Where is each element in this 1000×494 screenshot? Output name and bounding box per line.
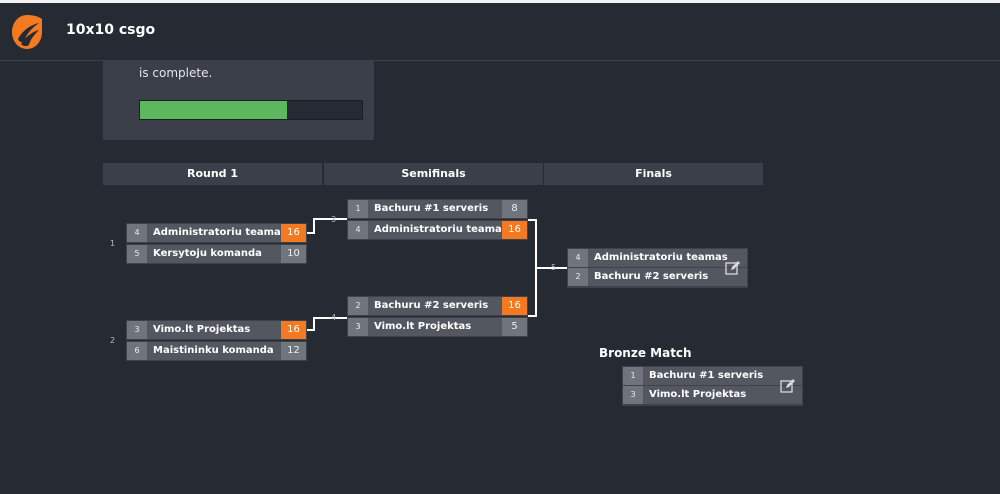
page-title: 10x10 csgo (66, 22, 156, 38)
match-final[interactable]: 4 Administratoriu teamas 2 Bachuru #2 se… (567, 248, 748, 288)
team-name: Bachuru #1 serveris (374, 203, 489, 214)
team-name: Administratoriu teamas (594, 252, 728, 263)
team-name: Administratoriu teamas (374, 224, 508, 235)
progress-bar (139, 100, 363, 120)
team-row[interactable]: 2 Bachuru #2 serveris (568, 268, 747, 287)
seed: 3 (127, 321, 147, 339)
seed: 6 (127, 342, 147, 360)
bracket-connector (537, 267, 567, 269)
score: 5 (502, 318, 527, 336)
team-row[interactable]: 3 Vimo.lt Projektas 16 (126, 320, 307, 340)
bronze-match-title: Bronze Match (599, 346, 692, 360)
match-r1-2[interactable]: 3 Vimo.lt Projektas 16 6 Maistininku kom… (126, 320, 307, 362)
seed: 1 (348, 200, 368, 218)
team-name: Bachuru #2 serveris (374, 300, 489, 311)
team-row[interactable]: 6 Maistininku komanda 12 (126, 341, 307, 361)
team-name: Vimo.lt Projektas (649, 389, 747, 400)
team-name: Bachuru #2 serveris (594, 271, 709, 282)
match-number: 4 (331, 313, 337, 322)
bracket-connector (313, 218, 315, 232)
match-number: 3 (331, 215, 337, 224)
seed: 3 (348, 318, 368, 336)
logo-icon[interactable] (10, 13, 44, 51)
seed: 1 (623, 367, 643, 385)
team-name: Bachuru #1 serveris (649, 370, 764, 381)
round-header-finals: Finals (544, 163, 763, 185)
seed: 5 (127, 245, 147, 263)
round-header-semifinals: Semifinals (324, 163, 543, 185)
team-row[interactable]: 4 Administratoriu teamas 16 (126, 223, 307, 243)
bracket-connector (313, 317, 315, 329)
bracket-connector (313, 317, 347, 319)
match-r1-1[interactable]: 4 Administratoriu teamas 16 5 Kersytoju … (126, 223, 307, 265)
seed: 4 (348, 221, 368, 239)
bracket-connector (307, 329, 315, 331)
score: 16 (502, 221, 527, 239)
progress-fill (140, 101, 287, 119)
match-number: 1 (110, 239, 116, 248)
top-border (0, 0, 1000, 3)
score: 8 (502, 200, 527, 218)
round-header-round1: Round 1 (103, 163, 322, 185)
team-name: Vimo.lt Projektas (153, 324, 251, 335)
team-row[interactable]: 1 Bachuru #1 serveris 8 (347, 199, 528, 219)
team-name: Administratoriu teamas (153, 227, 287, 238)
match-number: 2 (110, 336, 116, 345)
score: 10 (281, 245, 306, 263)
match-sf-1[interactable]: 1 Bachuru #1 serveris 8 4 Administratori… (347, 199, 528, 241)
app-header: 10x10 csgo (0, 3, 1000, 61)
edit-icon[interactable] (725, 260, 741, 276)
team-row[interactable]: 2 Bachuru #2 serveris 16 (347, 296, 528, 316)
score: 16 (502, 297, 527, 315)
seed: 2 (348, 297, 368, 315)
team-name: Vimo.lt Projektas (374, 321, 472, 332)
score: 12 (281, 342, 306, 360)
score: 16 (281, 224, 306, 242)
bracket-connector (307, 232, 315, 234)
bracket-connector (313, 218, 347, 220)
team-row[interactable]: 1 Bachuru #1 serveris (623, 367, 802, 386)
team-row[interactable]: 3 Vimo.lt Projektas (623, 386, 802, 405)
team-row[interactable]: 3 Vimo.lt Projektas 5 (347, 317, 528, 337)
seed: 3 (623, 386, 643, 404)
edit-icon[interactable] (780, 378, 796, 394)
match-bronze[interactable]: 1 Bachuru #1 serveris 3 Vimo.lt Projekta… (622, 366, 803, 406)
match-number: 5 (551, 263, 557, 272)
team-row[interactable]: 4 Administratoriu teamas 16 (347, 220, 528, 240)
team-name: Maistininku komanda (153, 345, 274, 356)
match-sf-2[interactable]: 2 Bachuru #2 serveris 16 3 Vimo.lt Proje… (347, 296, 528, 338)
team-row[interactable]: 5 Kersytoju komanda 10 (126, 244, 307, 264)
seed: 4 (568, 249, 588, 267)
bracket-connector (528, 219, 537, 317)
progress-text: is complete. (139, 66, 213, 80)
score: 16 (281, 321, 306, 339)
seed: 4 (127, 224, 147, 242)
team-name: Kersytoju komanda (153, 248, 262, 259)
team-row[interactable]: 4 Administratoriu teamas (568, 249, 747, 268)
seed: 2 (568, 268, 588, 286)
